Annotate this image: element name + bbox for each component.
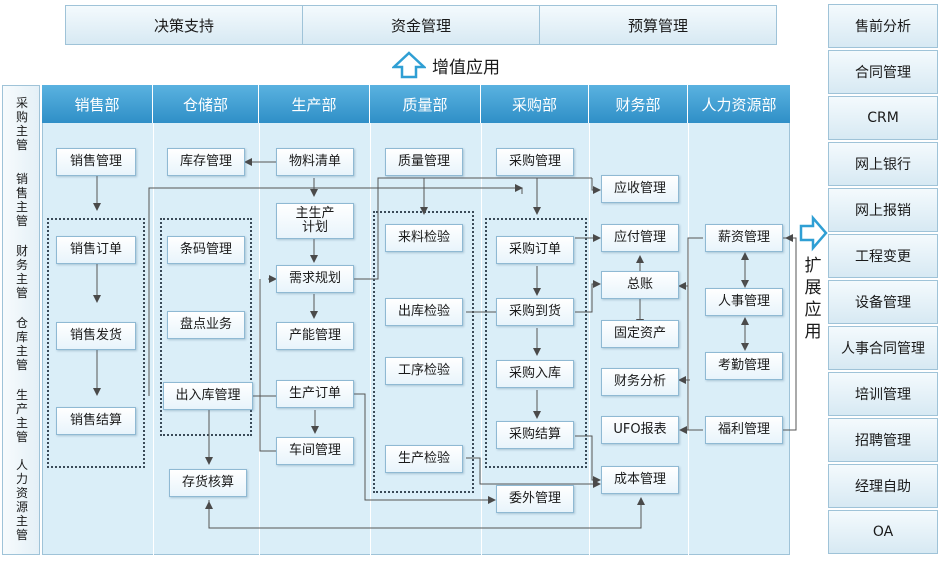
node-sales-delivery[interactable]: 销售发货 bbox=[56, 322, 136, 350]
ext-presales-analysis[interactable]: 售前分析 bbox=[828, 4, 938, 48]
sales-process-group bbox=[47, 218, 145, 468]
role-production-manager: 生 产 主 管 bbox=[15, 388, 28, 444]
ext-recruitment-management[interactable]: 招聘管理 bbox=[828, 418, 938, 462]
ext-contract-management[interactable]: 合同管理 bbox=[828, 50, 938, 94]
ext-manager-self-service[interactable]: 经理自助 bbox=[828, 464, 938, 508]
node-quality-management[interactable]: 质量管理 bbox=[385, 148, 463, 176]
node-accounts-receivable[interactable]: 应收管理 bbox=[601, 175, 679, 203]
node-cost-management[interactable]: 成本管理 bbox=[601, 466, 679, 494]
role-purchasing-manager: 采 购 主 管 bbox=[15, 96, 28, 152]
node-ufo-report[interactable]: UFO报表 bbox=[601, 416, 679, 444]
node-personnel-management[interactable]: 人事管理 bbox=[705, 288, 783, 316]
ext-crm[interactable]: CRM bbox=[828, 96, 938, 140]
node-fixed-assets[interactable]: 固定资产 bbox=[601, 320, 679, 348]
node-inventory-costing[interactable]: 存货核算 bbox=[169, 469, 247, 497]
role-finance-manager: 财 务 主 管 bbox=[15, 244, 28, 300]
node-production-order[interactable]: 生产订单 bbox=[276, 380, 354, 408]
ext-online-banking[interactable]: 网上银行 bbox=[828, 142, 938, 186]
node-sales-management[interactable]: 销售管理 bbox=[56, 148, 136, 176]
ext-oa[interactable]: OA bbox=[828, 510, 938, 554]
role-sales-manager: 销 售 主 管 bbox=[15, 172, 28, 228]
node-inventory-management[interactable]: 库存管理 bbox=[167, 148, 245, 176]
role-warehouse-manager: 仓 库 主 管 bbox=[15, 316, 28, 372]
node-bom[interactable]: 物料清单 bbox=[276, 148, 354, 176]
dept-purchasing[interactable]: 采购部 bbox=[481, 85, 589, 123]
node-master-production-schedule[interactable]: 主生产 计划 bbox=[276, 203, 354, 239]
column-divider bbox=[370, 123, 371, 555]
node-purchase-order[interactable]: 采购订单 bbox=[496, 236, 574, 264]
ext-training-management[interactable]: 培训管理 bbox=[828, 372, 938, 416]
value-added-label: 增值应用 bbox=[432, 57, 500, 78]
dept-sales[interactable]: 销售部 bbox=[42, 85, 153, 123]
ext-equipment-management[interactable]: 设备管理 bbox=[828, 280, 938, 324]
column-divider bbox=[589, 123, 590, 555]
node-stocktake[interactable]: 盘点业务 bbox=[167, 311, 245, 339]
node-outgoing-inspection[interactable]: 出库检验 bbox=[385, 298, 463, 326]
node-incoming-inspection[interactable]: 来料检验 bbox=[385, 224, 463, 252]
column-divider bbox=[481, 123, 482, 555]
ext-online-reimbursement[interactable]: 网上报销 bbox=[828, 188, 938, 232]
node-workshop-management[interactable]: 车间管理 bbox=[276, 437, 354, 465]
node-purchase-instock[interactable]: 采购入库 bbox=[496, 360, 574, 388]
node-capacity-management[interactable]: 产能管理 bbox=[276, 322, 354, 350]
dept-hr[interactable]: 人力资源部 bbox=[688, 85, 790, 123]
role-hr-manager: 人 力 资 源 主 管 bbox=[15, 458, 28, 542]
node-general-ledger[interactable]: 总账 bbox=[601, 271, 679, 299]
top-module-bar: 决策支持 资金管理 预算管理 bbox=[65, 5, 777, 45]
value-added-indicator: 增值应用 bbox=[392, 50, 500, 80]
node-financial-analysis[interactable]: 财务分析 bbox=[601, 368, 679, 396]
node-barcode-management[interactable]: 条码管理 bbox=[167, 236, 245, 264]
ext-hr-contract-management[interactable]: 人事合同管理 bbox=[828, 326, 938, 370]
module-decision-support[interactable]: 决策支持 bbox=[66, 6, 303, 44]
node-sales-settlement[interactable]: 销售结算 bbox=[56, 407, 136, 435]
node-purchase-settlement[interactable]: 采购结算 bbox=[496, 421, 574, 449]
node-sales-order[interactable]: 销售订单 bbox=[56, 236, 136, 264]
node-purchase-arrival[interactable]: 采购到货 bbox=[496, 298, 574, 326]
ext-engineering-change[interactable]: 工程变更 bbox=[828, 234, 938, 278]
dept-production[interactable]: 生产部 bbox=[259, 85, 370, 123]
right-arrow-icon bbox=[799, 214, 828, 252]
node-attendance-management[interactable]: 考勤管理 bbox=[705, 352, 783, 380]
node-accounts-payable[interactable]: 应付管理 bbox=[601, 224, 679, 252]
node-production-inspection[interactable]: 生产检验 bbox=[385, 445, 463, 473]
node-inout-management[interactable]: 出入库管理 bbox=[163, 382, 253, 410]
node-process-inspection[interactable]: 工序检验 bbox=[385, 357, 463, 385]
up-arrow-icon bbox=[392, 51, 426, 79]
module-fund-management[interactable]: 资金管理 bbox=[303, 6, 540, 44]
node-welfare-management[interactable]: 福利管理 bbox=[705, 416, 783, 444]
node-purchase-management[interactable]: 采购管理 bbox=[496, 148, 574, 176]
column-divider bbox=[259, 123, 260, 555]
node-payroll-management[interactable]: 薪资管理 bbox=[705, 224, 783, 252]
role-column: 采 购 主 管 销 售 主 管 财 务 主 管 仓 库 主 管 生 产 主 管 … bbox=[2, 85, 40, 555]
column-divider bbox=[688, 123, 689, 555]
dept-warehouse[interactable]: 仓储部 bbox=[153, 85, 259, 123]
column-divider bbox=[153, 123, 154, 555]
extension-label: 扩 展 应 用 bbox=[804, 256, 822, 342]
dept-quality[interactable]: 质量部 bbox=[370, 85, 481, 123]
node-outsourcing-management[interactable]: 委外管理 bbox=[496, 485, 574, 513]
dept-finance[interactable]: 财务部 bbox=[589, 85, 688, 123]
node-requirement-planning[interactable]: 需求规划 bbox=[276, 265, 354, 293]
module-budget-management[interactable]: 预算管理 bbox=[627, 16, 688, 35]
